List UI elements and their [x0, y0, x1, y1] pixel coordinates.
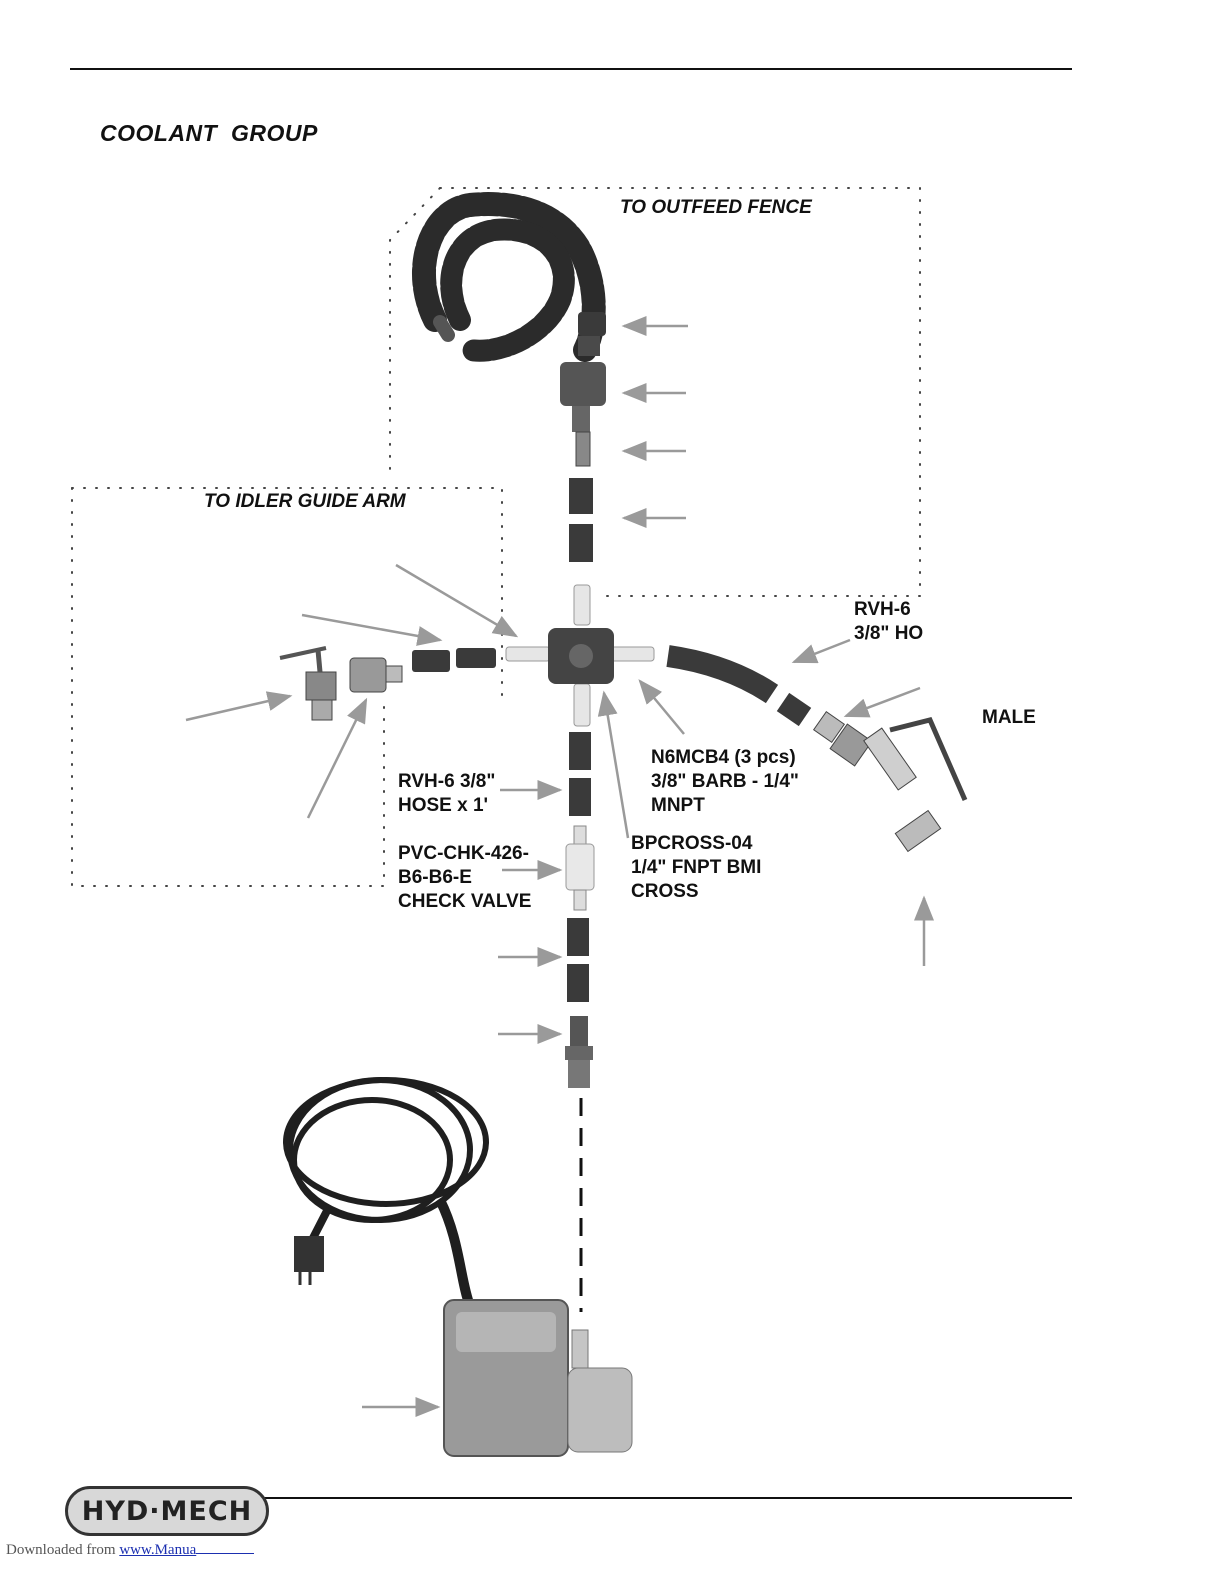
callout-line: MALE: [982, 706, 1036, 730]
idler-group-boundary: [72, 488, 502, 886]
arrow-cross-upper: [396, 565, 516, 636]
needle-valve-icon: [280, 648, 336, 720]
callout-line: 3/8" BARB - 1/4": [651, 770, 799, 794]
hose-segment-icon: [567, 918, 589, 1002]
pump-outlet-fitting-icon: [565, 1016, 593, 1088]
callout-line: B6-B6-E: [398, 866, 531, 890]
callout-line: RVH-6: [854, 598, 923, 622]
callout-male: MALE: [982, 706, 1036, 730]
check-valve-icon: [566, 826, 594, 910]
footer-prefix: Downloaded from: [6, 1542, 119, 1558]
coolant-flex-hose-icon: [424, 204, 594, 351]
callout-line: 1/4" FNPT BMI: [631, 856, 761, 880]
arrow-male: [846, 688, 920, 716]
callout-line: PVC-CHK-426-: [398, 842, 531, 866]
arrow-cross-bpcross: [604, 693, 628, 838]
arrow-idler-hose: [302, 615, 440, 640]
hose-segment-icon: [412, 648, 496, 672]
arrow-needle-valve: [186, 696, 290, 720]
callout-rvh6-hose: RVH-6 3/8" HOSE x 1': [398, 770, 495, 818]
power-cord-icon: [286, 1080, 486, 1306]
hose-segment-icon: [668, 656, 805, 717]
barb-fitting-icon: [576, 432, 590, 466]
group-label-idler: TO IDLER GUIDE ARM: [204, 491, 406, 513]
hyd-mech-logo: HYD·MECH: [65, 1486, 269, 1536]
coolant-pump-icon: [444, 1300, 632, 1456]
shutoff-valve-icon: [578, 312, 606, 356]
coolant-nozzle-icon: [814, 712, 965, 852]
callout-line: RVH-6 3/8": [398, 770, 495, 794]
footer-download-note: Downloaded from www.Manua: [6, 1542, 254, 1559]
callout-line: CHECK VALVE: [398, 890, 531, 914]
callout-line: MNPT: [651, 794, 799, 818]
group-label-outfeed: TO OUTFEED FENCE: [620, 197, 812, 219]
arrow-rvh6-right: [794, 640, 850, 662]
callout-line: CROSS: [631, 880, 761, 904]
callout-line: BPCROSS-04: [631, 832, 761, 856]
hose-segment-icon: [569, 732, 591, 816]
callout-bpcross: BPCROSS-04 1/4" FNPT BMI CROSS: [631, 832, 761, 904]
callout-line: N6MCB4 (3 pcs): [651, 746, 799, 770]
power-plug-icon: [294, 1236, 324, 1285]
footer-link[interactable]: www.Manua: [119, 1542, 196, 1558]
footer-link-underline: [196, 1553, 254, 1554]
callout-check-valve: PVC-CHK-426- B6-B6-E CHECK VALVE: [398, 842, 531, 914]
pipe-cross-icon: [506, 585, 654, 726]
callout-rvh6-right: RVH-6 3/8" HO: [854, 598, 923, 646]
callout-n6mcb4: N6MCB4 (3 pcs) 3/8" BARB - 1/4" MNPT: [651, 746, 799, 818]
callout-line: HOSE x 1': [398, 794, 495, 818]
hose-segment-icon: [569, 478, 593, 562]
arrow-barb-n6mcb4: [640, 681, 684, 734]
fnpt-fitting-icon: [560, 362, 606, 432]
callout-line: 3/8" HO: [854, 622, 923, 646]
logo-text: HYD·MECH: [82, 1496, 253, 1527]
quick-coupler-icon: [350, 658, 402, 692]
